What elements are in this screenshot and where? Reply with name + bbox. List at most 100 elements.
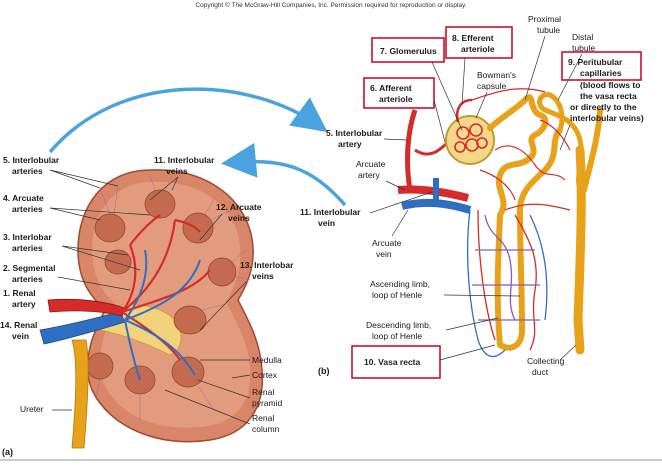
vasa-recta (466, 209, 548, 358)
renal-pyramid (144, 189, 176, 219)
panel-a-label-cortex: Cortex (231, 370, 278, 380)
svg-text:7. Glomerulus: 7. Glomerulus (380, 46, 437, 56)
svg-text:arteries: arteries (12, 204, 43, 214)
descending-limb (494, 214, 503, 346)
svg-text:12. Arcuate: 12. Arcuate (216, 202, 262, 212)
interlobular-artery (405, 109, 418, 191)
svg-text:column: column (252, 424, 280, 434)
panel-a-label-arcuate-arteries: 4. Arcuate arteries (3, 193, 151, 221)
panel-b-nephron: 7. Glomerulus 8. Efferent arteriole 6. A… (300, 14, 644, 379)
svg-text:veins: veins (228, 213, 250, 223)
svg-text:artery: artery (358, 170, 380, 180)
panel-b-label-afferent-arteriole: 6. Afferent arteriole (363, 77, 446, 143)
svg-text:veins: veins (166, 166, 188, 176)
svg-text:10. Vasa recta: 10. Vasa recta (364, 357, 421, 367)
svg-text:duct: duct (532, 367, 549, 377)
svg-text:Medulla: Medulla (252, 355, 282, 365)
svg-text:veins: veins (252, 271, 274, 281)
panel-b-label-interlobular-artery: 5. Interlobular artery (326, 128, 408, 149)
svg-text:5. Interlobular: 5. Interlobular (3, 155, 60, 165)
svg-text:tubule: tubule (537, 25, 560, 35)
proximal-tubule (487, 94, 549, 218)
svg-text:Ureter: Ureter (20, 404, 44, 414)
svg-text:artery: artery (12, 299, 36, 309)
copyright-notice: Copyright © The McGraw-Hill Companies, I… (195, 1, 466, 9)
panel-a-tag: (a) (2, 447, 13, 457)
collecting-duct-branch (581, 107, 603, 193)
arcuate-vein (400, 198, 472, 214)
svg-text:Arcuate: Arcuate (356, 159, 386, 169)
svg-text:loop of Henle: loop of Henle (372, 331, 422, 341)
panel-b-label-distal-tubule: Distal tubule (557, 32, 595, 101)
renal-pyramid (173, 305, 207, 335)
panel-a-label-interlobar-arteries: 3. Interlobar arteries (3, 232, 141, 271)
panel-b-label-arcuate-artery: Arcuate artery (356, 159, 406, 191)
svg-text:vein: vein (12, 331, 29, 341)
glomerulus (454, 123, 488, 153)
renal-pyramid (182, 212, 214, 244)
arrow-to-interlobular-veins (221, 142, 347, 207)
kidney-veins (124, 249, 201, 381)
renal-artery (47, 298, 126, 317)
svg-text:pyramid: pyramid (252, 398, 283, 408)
svg-text:5. Interlobular: 5. Interlobular (326, 128, 383, 138)
svg-text:artery: artery (338, 139, 362, 149)
svg-text:the vasa recta: the vasa recta (580, 91, 637, 101)
renal-pyramid (86, 352, 114, 380)
panel-a-label-interlobular-arteries: 5. Interlobular arteries (3, 155, 119, 189)
svg-text:Renal: Renal (252, 387, 274, 397)
svg-text:1. Renal: 1. Renal (3, 288, 36, 298)
svg-text:Renal: Renal (252, 413, 274, 423)
panel-b-label-efferent-arteriole: 8. Efferent arteriole (445, 26, 513, 106)
renal-pyramid (94, 213, 126, 243)
svg-text:loop of Henle: loop of Henle (372, 290, 422, 300)
collecting-duct (573, 145, 586, 355)
svg-text:2. Segmental: 2. Segmental (3, 263, 55, 273)
panel-a-label-renal-column: Renal column (164, 389, 280, 434)
svg-text:tubule: tubule (572, 43, 595, 53)
svg-text:vein: vein (318, 218, 335, 228)
svg-text:arteries: arteries (12, 274, 43, 284)
svg-text:arteriole: arteriole (379, 94, 413, 104)
renal-pyramids (86, 189, 237, 395)
panel-b-label-ascending-limb: Ascending limb, loop of Henle (370, 279, 521, 300)
svg-text:or directly to the: or directly to the (570, 102, 637, 112)
panel-b-tag: (b) (318, 366, 330, 376)
panel-a-label-renal-vein: 14. Renal vein (0, 320, 37, 341)
svg-text:6. Afferent: 6. Afferent (370, 83, 412, 93)
svg-text:11. Interlobular: 11. Interlobular (300, 207, 361, 217)
panel-a-label-ureter: Ureter (20, 404, 72, 414)
svg-text:Ascending limb,: Ascending limb, (370, 279, 430, 289)
svg-text:8. Efferent: 8. Efferent (452, 33, 494, 43)
svg-text:Distal: Distal (572, 32, 593, 42)
panel-a-kidney: 5. Interlobular arteries 4. Arcuate arte… (0, 155, 294, 457)
peritubular-capillaries (471, 88, 571, 211)
panel-b-label-collecting-duct: Collecting duct (527, 344, 577, 377)
svg-text:Proximal: Proximal (528, 14, 561, 24)
afferent-arteriole (414, 138, 452, 156)
panel-a-label-medulla: Medulla (200, 355, 282, 365)
renal-pyramid (171, 356, 205, 388)
svg-text:interlobular veins): interlobular veins) (570, 113, 644, 123)
svg-text:Collecting: Collecting (527, 356, 565, 366)
panel-a-label-interlobar-veins: 13. Interlobar veins (199, 260, 294, 331)
svg-text:capillaries: capillaries (580, 68, 622, 78)
svg-text:14. Renal: 14. Renal (0, 320, 37, 330)
svg-text:vein: vein (376, 249, 392, 259)
panel-b-label-proximal-tubule: Proximal tubule (524, 14, 561, 101)
svg-text:Bowman's: Bowman's (477, 70, 516, 80)
panel-b-label-arcuate-vein: Arcuate vein (372, 209, 409, 259)
svg-text:(blood flows to: (blood flows to (580, 80, 640, 90)
panel-b-label-glomerulus: 7. Glomerulus (371, 37, 463, 131)
panel-b-label-bowmans-capsule: Bowman's capsule (475, 70, 516, 119)
svg-text:11. Interlobular: 11. Interlobular (154, 155, 215, 165)
renal-pyramid (207, 257, 237, 287)
svg-text:Cortex: Cortex (252, 370, 278, 380)
svg-text:3. Interlobar: 3. Interlobar (3, 232, 52, 242)
svg-text:9. Peritubular: 9. Peritubular (568, 57, 623, 67)
panel-b-label-descending-limb: Descending limb, loop of Henle (366, 317, 499, 341)
svg-text:Descending limb,: Descending limb, (366, 320, 431, 330)
svg-text:arteriole: arteriole (461, 44, 495, 54)
